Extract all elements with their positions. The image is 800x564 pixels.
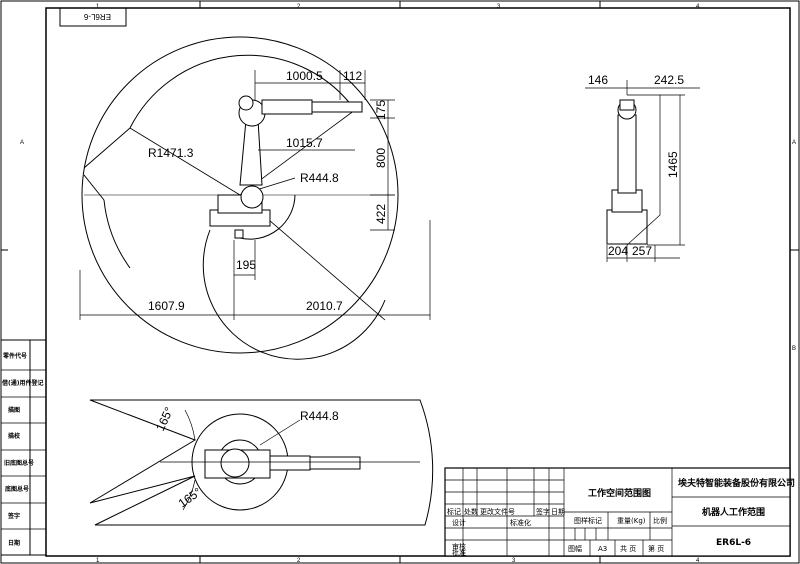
strip-label-borrowed: 借(通)用件登记 xyxy=(1,379,44,387)
strip-label-signature: 签字 xyxy=(7,512,20,520)
strip-label-base-no: 底图总号 xyxy=(5,485,29,493)
dim-r444-8-side: R444.8 xyxy=(300,171,339,185)
dim-1465: 1465 xyxy=(666,151,680,178)
zone-col-3-bottom: 3 xyxy=(512,558,516,564)
tb-signer-approve: 批准 xyxy=(452,548,466,557)
tb-product-title: 机器人工作范围 xyxy=(702,506,765,518)
tb-row-count: 处数 xyxy=(464,507,478,516)
tb-drawing-title: 工作空间范围图 xyxy=(588,487,651,499)
tb-row-sign: 签字 xyxy=(536,507,550,516)
zone-col-1-bottom: 1 xyxy=(96,558,100,564)
dim-1607-9: 1607.9 xyxy=(148,299,185,313)
dim-1000-5: 1000.5 xyxy=(286,69,323,83)
strip-label-part-code: 零件代号 xyxy=(2,352,27,360)
stamp-box xyxy=(59,7,127,27)
left-strip: 零件代号 借(通)用件登记 描图 描校 旧底图总号 底图总号 签字 日期 xyxy=(0,339,47,556)
zone-col-4-bottom: 4 xyxy=(696,558,700,564)
tb-signer-standard: 标准化 xyxy=(510,518,531,527)
outer-reach-circle xyxy=(81,36,399,354)
dim-195: 195 xyxy=(236,258,256,272)
dim-257: 257 xyxy=(632,244,652,258)
dim-422: 422 xyxy=(374,204,388,224)
stamp-text: ER6L-6 xyxy=(83,12,111,21)
lower-reach-arc xyxy=(202,229,386,360)
inner-reach-arc-left xyxy=(103,199,131,269)
tb-signer-review: 审核 xyxy=(452,542,466,551)
dim-800: 800 xyxy=(374,148,388,168)
rear-view: 146 242.5 1465 204 257 xyxy=(585,73,700,262)
dim-2010-7: 2010.7 xyxy=(306,299,343,313)
title-block: 标记 处数 更改文件号 签字 日期 设计 标准化 审核 批准 工作空间范围图 图… xyxy=(444,467,795,557)
tb-signer-design: 设计 xyxy=(452,518,466,527)
zone-row-a-left: A xyxy=(20,140,24,146)
tb-sheet-size-label: 图幅 xyxy=(568,544,582,553)
dim-165-upper: 165° xyxy=(153,405,176,434)
dim-r1471-3: R1471.3 xyxy=(148,146,194,160)
top-view: R444.8 165° 165° xyxy=(89,399,434,526)
robot-side-silhouette xyxy=(209,95,363,239)
tb-row-date: 日期 xyxy=(551,508,565,516)
tb-field-drawing-mark: 图样标记 xyxy=(574,516,602,525)
tb-field-scale: 比例 xyxy=(653,516,667,525)
small-radius-arc xyxy=(239,194,296,240)
zone-col-3-top: 3 xyxy=(497,4,501,10)
zone-col-1-top: 1 xyxy=(96,4,100,10)
top-reach-envelope xyxy=(89,399,434,526)
tb-row-change-no: 更改文件号 xyxy=(480,507,515,516)
inner-reach-arc-top xyxy=(129,54,356,129)
tb-company: 埃夫特智能装备股份有限公司 xyxy=(678,477,795,489)
strip-label-trace-check: 描校 xyxy=(8,432,21,440)
dim-204: 204 xyxy=(608,244,628,258)
dim-242-5: 242.5 xyxy=(654,73,684,87)
dim-146: 146 xyxy=(588,73,608,87)
zone-col-2-top: 2 xyxy=(297,4,301,10)
dim-175: 175 xyxy=(374,100,388,120)
tb-sheet-total: 共 页 xyxy=(620,544,636,553)
dim-112: 112 xyxy=(343,69,362,83)
tb-field-weight: 重量(Kg) xyxy=(617,517,646,525)
inner-frame xyxy=(45,7,791,557)
dim-1015-7: 1015.7 xyxy=(286,136,323,150)
tb-sheet-number: 第 页 xyxy=(648,544,664,553)
tb-sheet-size: A3 xyxy=(598,545,607,553)
zone-row-a-right: A xyxy=(792,140,796,146)
zone-col-4-top: 4 xyxy=(696,4,700,10)
side-view: 1000.5 112 175 1015.7 R1471.3 800 R444.8… xyxy=(79,36,431,360)
strip-label-old-base: 旧底图总号 xyxy=(4,459,34,467)
dim-r444-8-top: R444.8 xyxy=(300,409,339,423)
tb-model: ER6L-6 xyxy=(716,538,751,548)
tb-row-mark: 标记 xyxy=(447,507,461,516)
strip-label-tracing: 描图 xyxy=(8,406,20,414)
zone-row-b-right: B xyxy=(792,346,796,352)
robot-top-silhouette xyxy=(204,448,361,479)
zone-col-2-bottom: 2 xyxy=(297,558,301,564)
strip-label-date: 日期 xyxy=(8,539,20,547)
